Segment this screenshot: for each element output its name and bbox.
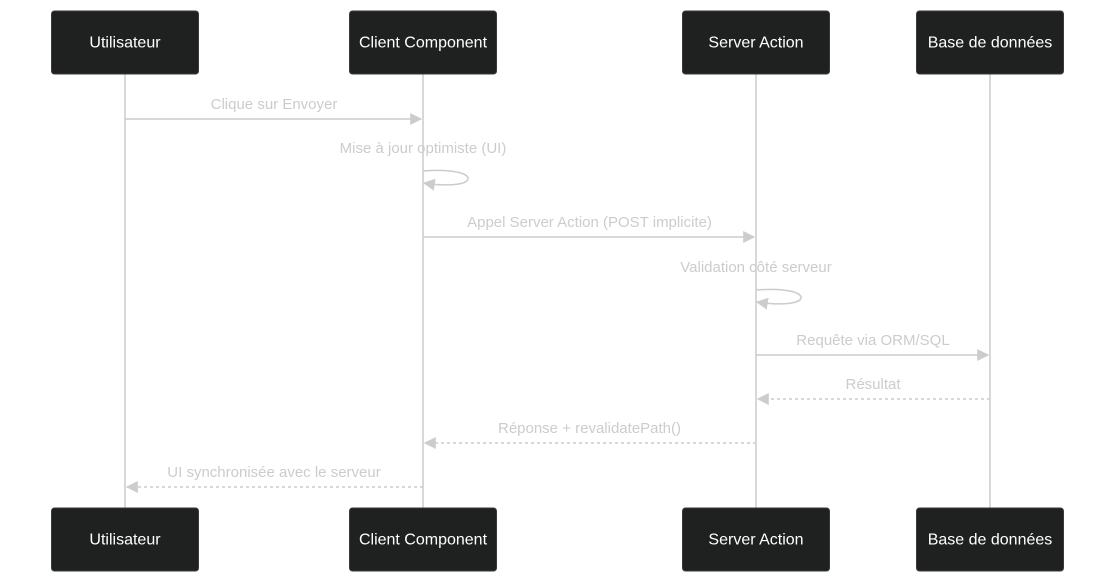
participants-bottom: Utilisateur Client Component Server Action…: [51, 507, 1064, 572]
message-label: Résultat: [845, 376, 901, 393]
participant-box: [682, 507, 830, 572]
message-3: Appel Server Action (POST implicite): [423, 214, 756, 243]
participant-box: [51, 507, 199, 572]
participant-box: [349, 10, 497, 75]
participants-top: Utilisateur Client Component Server Action…: [51, 10, 1064, 75]
message-label: Clique sur Envoyer: [211, 96, 338, 113]
message-label: Réponse + revalidatePath(): [498, 420, 681, 437]
message-1: Clique sur Envoyer: [125, 96, 423, 125]
participant-label: Client Component: [359, 35, 488, 52]
participant-server-bottom: Server Action: [682, 507, 830, 572]
message-label: Requête via ORM/SQL: [796, 332, 949, 349]
participant-box: [916, 507, 1064, 572]
message-label: Validation côté serveur: [680, 259, 831, 276]
participant-db-top: Base de données: [916, 10, 1064, 75]
lifelines: [124, 74, 991, 508]
participant-label: Utilisateur: [89, 35, 161, 52]
participant-box: [349, 507, 497, 572]
message-7: Réponse + revalidatePath(): [423, 420, 756, 449]
self-message-arrow: [755, 288, 802, 310]
self-message-arrow: [422, 169, 469, 191]
participant-box: [916, 10, 1064, 75]
message-4: Validation côté serveur: [680, 259, 832, 310]
participant-client-top: Client Component: [349, 10, 497, 75]
participant-label: Base de données: [928, 532, 1053, 549]
participant-box: [51, 10, 199, 75]
participant-label: Client Component: [359, 532, 488, 549]
participant-server-top: Server Action: [682, 10, 830, 75]
participant-label: Server Action: [708, 35, 803, 52]
participant-db-bottom: Base de données: [916, 507, 1064, 572]
message-5: Requête via ORM/SQL: [756, 332, 990, 361]
message-2: Mise à jour optimiste (UI): [340, 140, 507, 191]
participant-client-bottom: Client Component: [349, 507, 497, 572]
message-8: UI synchronisée avec le serveur: [125, 464, 423, 493]
participant-box: [682, 10, 830, 75]
participant-label: Utilisateur: [89, 532, 161, 549]
participant-label: Base de données: [928, 35, 1053, 52]
participant-label: Server Action: [708, 532, 803, 549]
participant-user-bottom: Utilisateur: [51, 507, 199, 572]
message-label: UI synchronisée avec le serveur: [167, 464, 380, 481]
participant-user-top: Utilisateur: [51, 10, 199, 75]
message-label: Appel Server Action (POST implicite): [467, 214, 712, 231]
message-label: Mise à jour optimiste (UI): [340, 140, 507, 157]
message-6: Résultat: [756, 376, 990, 405]
